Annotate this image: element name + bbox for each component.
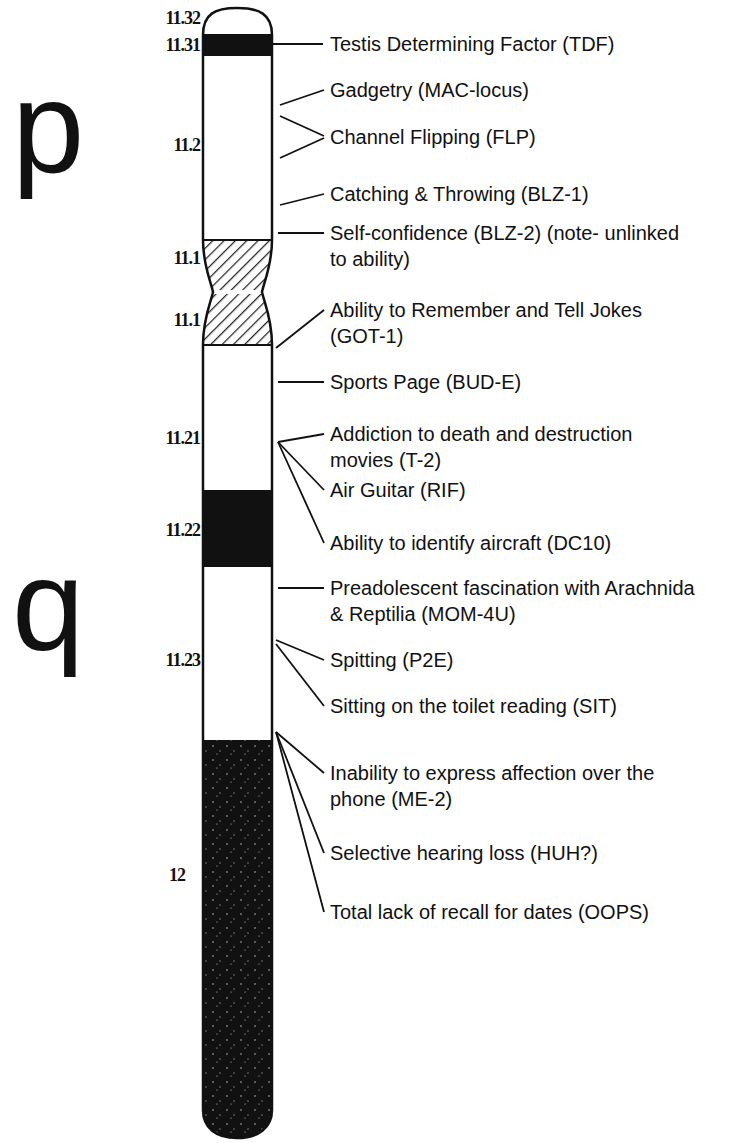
gene-label: Addiction to death and destruction movie… (328, 421, 702, 473)
leader-lines (272, 44, 324, 912)
band-number: 11.1 (120, 310, 200, 330)
gene-label: Inability to express affection over the … (328, 760, 692, 812)
gene-label: Preadolescent fascination with Arachnida… (328, 575, 702, 627)
band-number: 11.23 (120, 650, 200, 670)
band-number: 11.31 (120, 35, 200, 55)
gene-label: Ability to identify aircraft (DC10) (328, 530, 613, 556)
gene-label: Air Guitar (RIF) (328, 477, 468, 503)
band-number: 12 (105, 865, 185, 885)
band-number: 11.21 (120, 428, 200, 448)
gene-label: Selective hearing loss (HUH?) (328, 840, 600, 866)
chromosome-bands (195, 0, 285, 1143)
band-edge (203, 344, 272, 346)
arm-label: q (12, 540, 84, 670)
band-number: 11.1 (120, 248, 200, 268)
gene-label: Gadgetry (MAC-locus) (328, 77, 531, 103)
arm-label: p (12, 62, 84, 192)
band-number: 11.22 (120, 520, 200, 540)
gene-label: Catching & Throwing (BLZ-1) (328, 181, 591, 207)
gene-label: Total lack of recall for dates (OOPS) (328, 899, 651, 925)
gene-label: Sitting on the toilet reading (SIT) (328, 693, 619, 719)
band-edge (203, 34, 272, 36)
gene-label: Sports Page (BUD-E) (328, 369, 523, 395)
gene-label: Self-confidence (BLZ-2) (note- unlinked … (328, 220, 692, 272)
band-edge (203, 239, 272, 241)
gene-label: Channel Flipping (FLP) (328, 124, 538, 150)
chromosome-outline (203, 8, 272, 1138)
gene-label: Testis Determining Factor (TDF) (328, 31, 617, 57)
band-edge (203, 565, 272, 567)
gene-label: Ability to Remember and Tell Jokes (GOT-… (328, 297, 702, 349)
band-number: 11.2 (120, 135, 200, 155)
band-number: 11.32 (120, 8, 200, 28)
gene-label: Spitting (P2E) (328, 647, 455, 673)
